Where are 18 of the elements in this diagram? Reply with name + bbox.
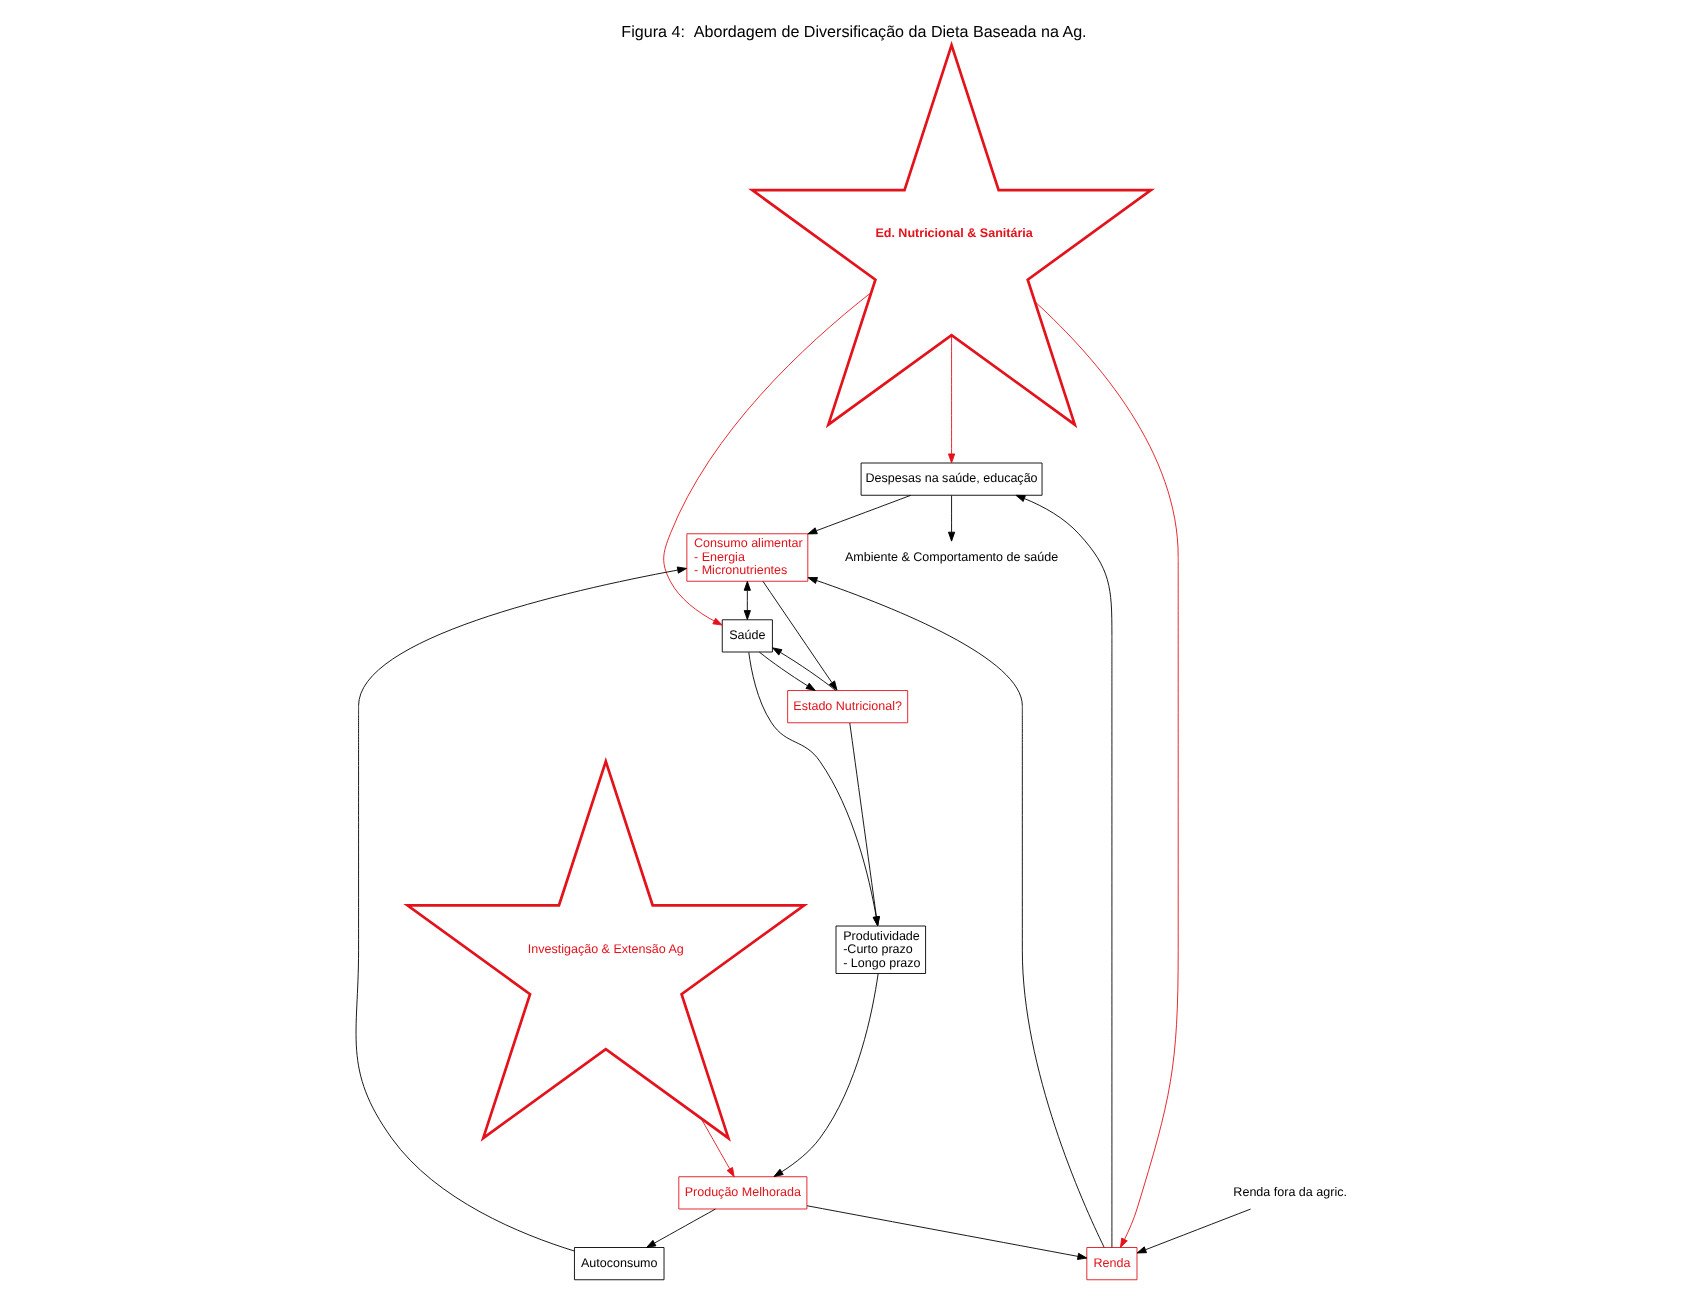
arrow — [1015, 494, 1113, 1248]
diagram-title: Figura 4: Abordagem de Diversificação da Dieta Baseada na Ag. — [621, 22, 1087, 41]
arrow — [947, 334, 956, 464]
arrow — [743, 580, 751, 620]
arrow — [807, 494, 912, 535]
arrow — [762, 580, 838, 691]
arrow — [947, 495, 956, 542]
arrow — [663, 292, 872, 626]
arrow — [355, 566, 688, 1252]
arrow — [1034, 301, 1179, 1248]
arrow — [807, 577, 1105, 1248]
arrow — [1136, 1208, 1252, 1254]
arrow — [700, 1118, 735, 1178]
arrow — [773, 973, 879, 1177]
arrow — [806, 1205, 1088, 1260]
arrow — [646, 1208, 716, 1248]
arrow — [772, 647, 836, 691]
arrow — [758, 651, 816, 691]
